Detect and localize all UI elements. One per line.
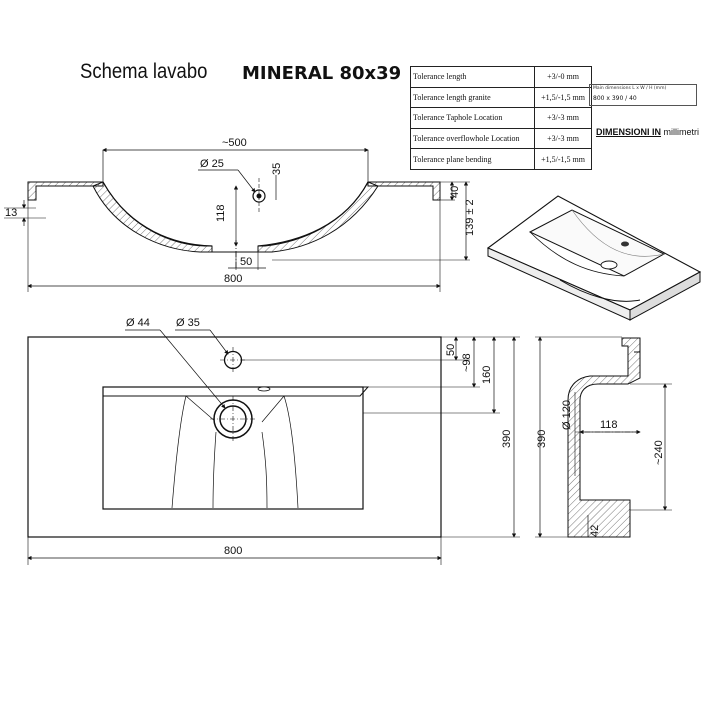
table-row: Tolerance length +3/-0 mm (410, 66, 592, 88)
table-row: Tolerance overflowhole Location +3/-3 mm (410, 127, 592, 150)
table-row: Tolerance Taphole Location +3/-3 mm (410, 107, 592, 129)
dim-side-depth: 118 (600, 419, 618, 431)
title-prefix: Schema lavabo (80, 60, 208, 83)
isometric-preview (486, 195, 702, 321)
dim-length-front: 800 (224, 273, 242, 285)
dim-drain-diameter-top: Ø 25 (200, 158, 224, 170)
dim-depth-plan: 390 (501, 430, 513, 448)
spec-value: 800 x 390 / 40 (593, 95, 637, 102)
table-row: Tolerance plane bending +1,5/-1,5 mm (410, 148, 592, 170)
front-section-view: ~500 Ø 25 35 118 40 139 ± 2 13 50 800 (4, 137, 476, 292)
tolerance-value: +3/-3 mm (534, 107, 592, 129)
spec-header: Main dimensions L x W / H (mm) (593, 86, 667, 91)
dim-edge-thickness: 13 (5, 207, 17, 219)
dim-drain-diameter-plan: Ø 44 (126, 317, 150, 329)
tolerance-table: Tolerance length +3/-0 mm Tolerance leng… (410, 66, 592, 170)
units-note: DIMENSIONI IN millimetri (596, 127, 699, 137)
front-section-right-slab (367, 181, 441, 201)
front-section-left-slab (27, 181, 104, 201)
units-note-rest: millimetri (661, 127, 700, 137)
side-section-outline (567, 337, 641, 538)
units-note-bold: DIMENSIONI IN (596, 127, 662, 137)
plan-view: Ø 44 Ø 35 50 ~98 160 390 800 (27, 317, 520, 565)
dim-length-plan: 800 (224, 545, 242, 557)
tolerance-value: +1,5/-1,5 mm (534, 148, 592, 170)
spec-box: Main dimensions L x W / H (mm) 800 x 390… (589, 84, 697, 106)
tolerance-value: +3/-3 mm (534, 127, 592, 150)
side-section-view: Ø 120 118 ~240 390 42 (535, 336, 672, 538)
dim-drain-offset: 35 (271, 163, 283, 175)
tolerance-label: Tolerance plane bending (410, 148, 535, 170)
dim-taphole-edge: 50 (445, 344, 457, 356)
dim-total-height: 139 ± 2 (464, 199, 476, 236)
dim-drain-width: 50 (240, 256, 252, 268)
dim-depth-side: 390 (536, 430, 548, 448)
tolerance-value: +3/-0 mm (534, 66, 592, 88)
drawing-title: Schema lavabo MINERAL 80x39 (80, 60, 401, 84)
dim-overflow-offset: ~98 (461, 353, 473, 372)
tolerance-label: Tolerance length (410, 66, 535, 88)
front-section-bowl (92, 181, 379, 253)
front-section-bowl-outline (102, 181, 369, 247)
tolerance-label: Tolerance overflowhole Location (410, 127, 535, 150)
title-model: MINERAL 80x39 (242, 63, 402, 84)
dim-basin-offset: 160 (481, 366, 493, 384)
dim-side-thickness: 42 (589, 525, 601, 537)
tolerance-label: Tolerance length granite (410, 86, 535, 109)
tolerance-value: +1,5/-1,5 mm (534, 86, 592, 109)
tolerance-label: Tolerance Taphole Location (410, 107, 535, 129)
dim-side-length: ~240 (653, 440, 665, 465)
dim-top-thickness: 40 (449, 186, 461, 198)
dim-bowl-top-width: ~500 (222, 137, 247, 149)
dim-bowl-depth: 118 (215, 204, 227, 222)
dim-taphole-diameter: Ø 35 (176, 317, 200, 329)
table-row: Tolerance length granite +1,5/-1,5 mm (410, 86, 592, 109)
dim-side-drain-diameter: Ø 120 (561, 400, 573, 430)
